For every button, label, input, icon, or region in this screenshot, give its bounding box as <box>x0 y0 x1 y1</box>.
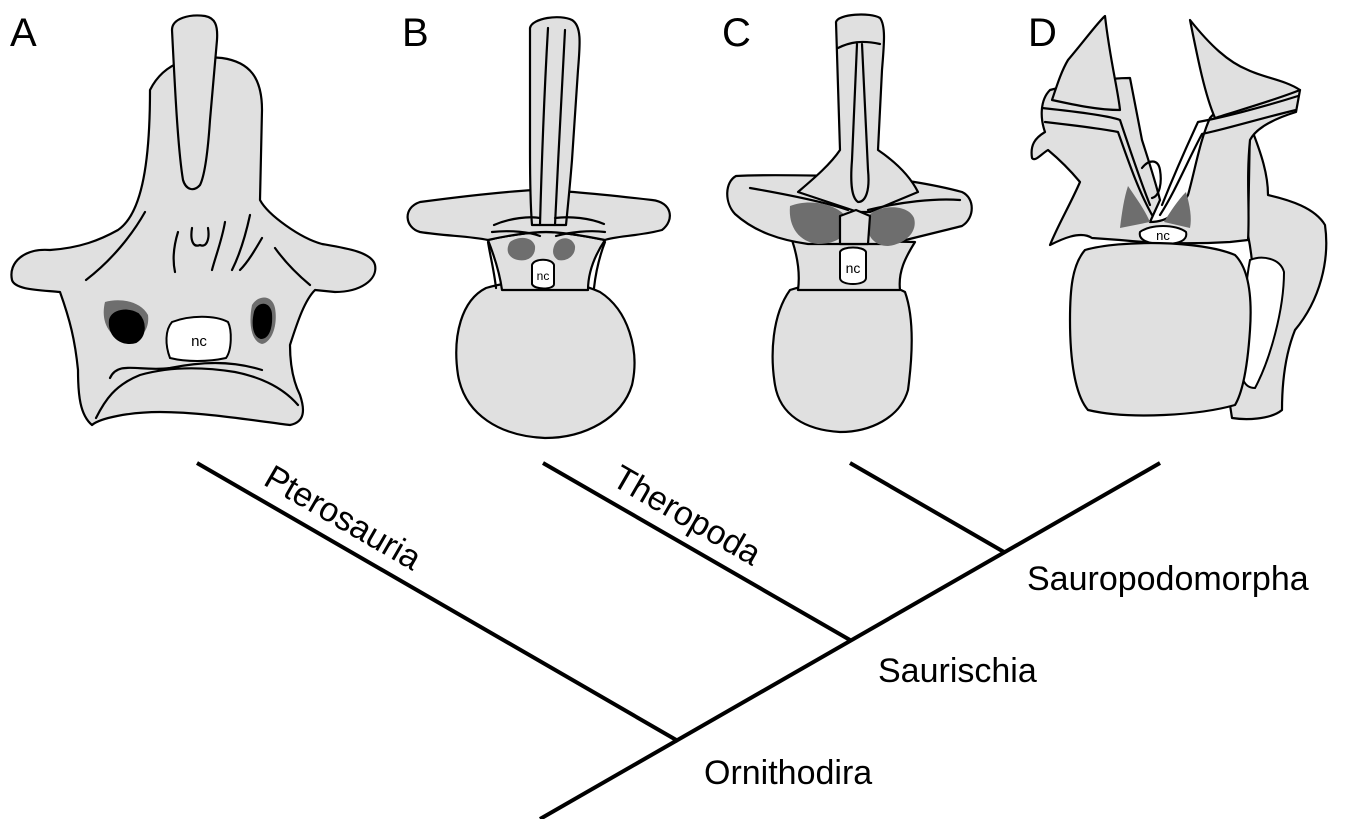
panel-b: B nc <box>402 11 670 438</box>
vertebra-d-centrum <box>1070 243 1251 415</box>
panel-d: D nc <box>1028 11 1326 419</box>
pneumatic-fossa-b-left <box>508 238 535 260</box>
pneumatic-foramen-a-right <box>254 305 272 338</box>
panel-a-letter: A <box>10 11 37 55</box>
cladogram: Pterosauria Theropoda Sauropodomorpha Sa… <box>197 458 1309 819</box>
neural-canal-b-label: nc <box>537 269 550 283</box>
pneumatic-fossa-d-right <box>1164 192 1191 228</box>
panel-b-letter: B <box>402 11 429 55</box>
neural-canal-d-label: nc <box>1156 228 1170 243</box>
neural-canal-c-label: nc <box>846 260 861 276</box>
label-sauropodomorpha: Sauropodomorpha <box>1027 560 1309 598</box>
vertebra-a: nc <box>11 16 375 425</box>
branch-pterosauria <box>197 463 678 741</box>
panel-d-letter: D <box>1028 11 1057 55</box>
pneumatic-foramen-a-left <box>110 311 144 343</box>
panel-c-letter: C <box>722 11 751 55</box>
panel-c: C nc <box>722 11 972 432</box>
vertebra-d: nc <box>1032 16 1327 419</box>
vertebra-c: nc <box>727 15 972 432</box>
vertebra-b: nc <box>408 17 670 438</box>
branch-theropoda <box>543 463 850 640</box>
label-saurischia: Saurischia <box>878 652 1037 690</box>
vertebra-c-centrum <box>773 282 912 432</box>
label-ornithodira: Ornithodira <box>704 754 872 792</box>
label-theropoda: Theropoda <box>606 458 768 573</box>
neural-spine-d-left <box>1052 16 1120 110</box>
prezygapophysis-keel-c <box>840 210 870 244</box>
label-pterosauria: Pterosauria <box>258 458 428 578</box>
panel-a: A nc <box>10 11 375 425</box>
neural-canal-a-label: nc <box>191 333 207 350</box>
branch-sauropodomorpha <box>850 463 1004 552</box>
vertebra-b-centrum <box>456 281 634 438</box>
